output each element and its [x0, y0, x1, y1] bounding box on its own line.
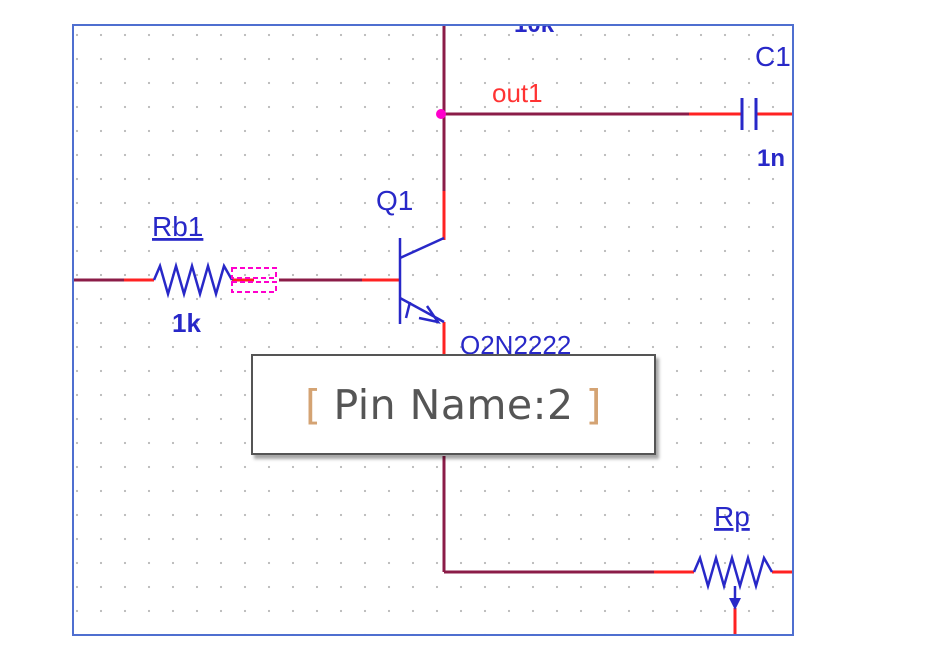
capacitor-c1-value[interactable]: 1n	[757, 145, 785, 172]
top-partial-label: 10k	[514, 26, 555, 38]
tooltip-close-bracket: ]	[585, 380, 603, 429]
resistor-rp-symbol[interactable]	[692, 553, 774, 591]
wires	[74, 26, 689, 574]
selected-pin-marker	[231, 267, 277, 279]
resistor-rb1-symbol[interactable]	[152, 261, 234, 299]
tooltip-open-bracket: [	[304, 380, 322, 429]
transistor-q1-ref[interactable]: Q1	[376, 185, 413, 216]
pin-name-tooltip: [ Pin Name:2 ]	[251, 354, 656, 455]
capacitor-c1-ref[interactable]: C1	[755, 41, 791, 72]
net-label-out1[interactable]: out1	[492, 78, 543, 108]
selected-pin-marker-2	[231, 281, 277, 293]
rp-wiper-arrow	[729, 598, 741, 610]
schematic-canvas[interactable]: 10k out1 C1 1n Q1 Q2N2222 Rb1 1k Rp	[72, 24, 794, 636]
junction-dot	[436, 109, 446, 119]
tooltip-text: Pin Name:2	[333, 380, 574, 429]
capacitor-c1-symbol[interactable]	[740, 98, 758, 130]
resistor-rb1-ref[interactable]: Rb1	[152, 211, 203, 242]
grid-background	[74, 26, 792, 634]
resistor-rp-ref[interactable]: Rp	[714, 501, 750, 532]
transistor-q1-symbol[interactable]	[398, 236, 445, 324]
pins	[124, 112, 792, 634]
resistor-rb1-value[interactable]: 1k	[172, 308, 201, 338]
